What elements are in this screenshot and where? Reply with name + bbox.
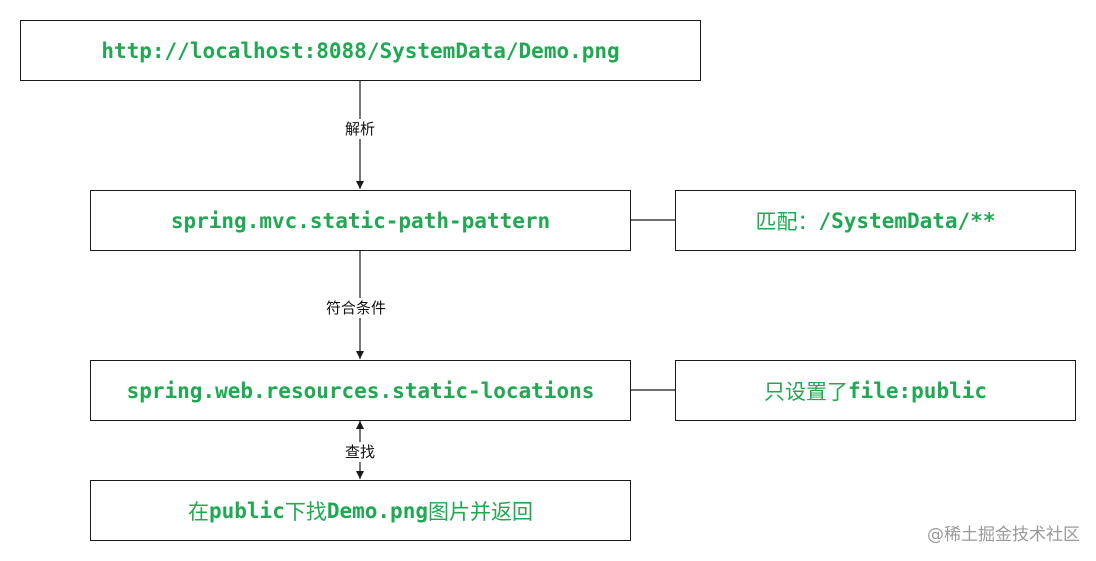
- node-match-rule: 匹配：/SystemData/**: [675, 190, 1076, 251]
- edge-label-condition: 符合条件: [325, 298, 388, 318]
- result-part-5: 图片并返回: [428, 499, 533, 524]
- edge-label-lookup: 查找: [344, 442, 377, 462]
- only-set-value: file:public: [847, 378, 988, 403]
- node-request-url-text: http://localhost:8088/SystemData/Demo.pn…: [101, 38, 620, 63]
- node-static-locations: spring.web.resources.static-locations: [90, 360, 631, 421]
- match-prefix: 匹配：: [755, 209, 819, 234]
- result-part-4: Demo.png: [326, 498, 428, 523]
- result-part-1: 在: [187, 499, 209, 524]
- match-value: /SystemData/**: [818, 208, 996, 233]
- node-static-path-pattern: spring.mvc.static-path-pattern: [90, 190, 631, 251]
- result-part-2: public: [208, 498, 285, 523]
- result-part-3: 下找: [284, 499, 327, 524]
- node-static-locations-text: spring.web.resources.static-locations: [126, 378, 595, 403]
- watermark: @稀土掘金技术社区: [927, 525, 1080, 545]
- node-request-url: http://localhost:8088/SystemData/Demo.pn…: [20, 20, 701, 81]
- node-static-path-pattern-text: spring.mvc.static-path-pattern: [170, 208, 551, 233]
- edge-label-parse: 解析: [344, 119, 377, 139]
- only-set-prefix: 只设置了: [763, 379, 848, 404]
